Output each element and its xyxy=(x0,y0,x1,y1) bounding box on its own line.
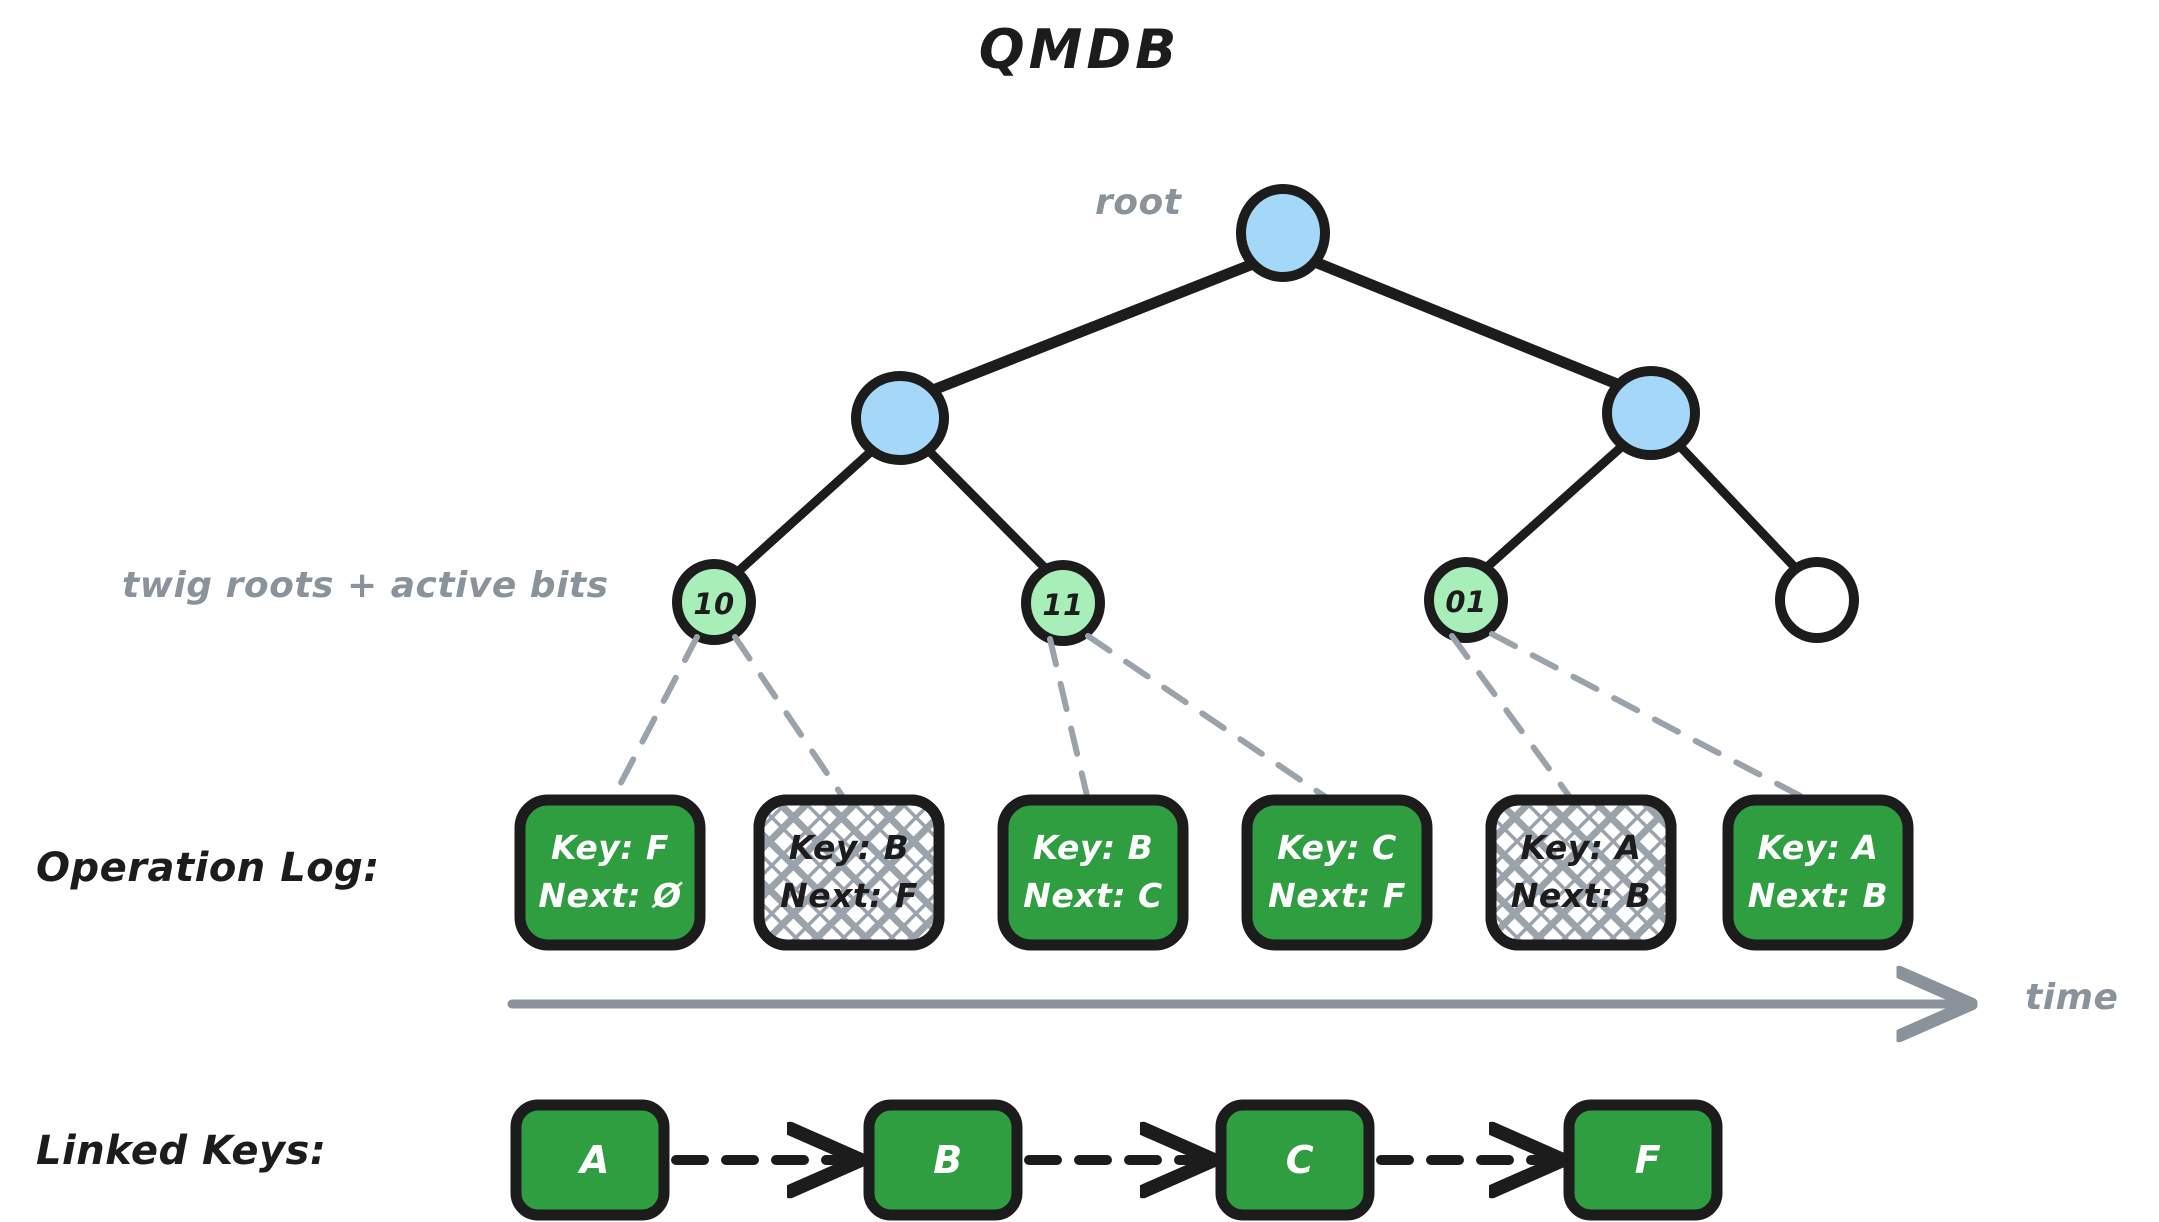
connector-twig11-entry2 xyxy=(1047,636,1091,803)
tree-node-inner-left[interactable] xyxy=(851,371,949,465)
oplog-box-4-hatch-overlay xyxy=(1491,800,1671,945)
oplog-box-0[interactable] xyxy=(514,794,706,951)
tree-edge-root-right xyxy=(1304,254,1633,394)
linked-keys-boxes xyxy=(510,1099,1723,1221)
tree-node-inner-right[interactable] xyxy=(1602,366,1700,460)
tree-edge-left-twig10 xyxy=(726,442,881,583)
operation-log-boxes xyxy=(514,794,1914,951)
linked-key-box-1[interactable] xyxy=(863,1099,1023,1221)
oplog-box-5[interactable] xyxy=(1722,794,1914,951)
connector-twig01-entry4 xyxy=(1449,633,1575,803)
oplog-box-4-outline xyxy=(1485,794,1677,951)
linked-key-box-2[interactable] xyxy=(1215,1099,1375,1221)
twig-node-empty[interactable] xyxy=(1775,557,1859,643)
tree-edges xyxy=(922,254,1633,398)
oplog-box-1-outline xyxy=(753,794,945,951)
twig-node-11[interactable] xyxy=(1021,560,1105,646)
linked-key-box-3[interactable] xyxy=(1563,1099,1723,1221)
tree-edge-right-empty xyxy=(1670,436,1808,581)
oplog-box-3[interactable] xyxy=(1241,794,1433,951)
connector-twig01-entry5 xyxy=(1489,631,1811,803)
twig-node-10[interactable] xyxy=(672,559,756,645)
tree-edge-root-left xyxy=(922,256,1264,398)
oplog-box-2[interactable] xyxy=(997,794,1189,951)
tree-edge-left-twig11 xyxy=(920,442,1058,581)
twig-node-01[interactable] xyxy=(1424,557,1508,643)
connector-twig11-entry3 xyxy=(1085,633,1333,803)
connector-twig10-entry1 xyxy=(732,634,848,803)
connector-twig10-entry0 xyxy=(609,634,700,803)
linked-key-box-0[interactable] xyxy=(510,1099,670,1221)
tree-edges-lower xyxy=(726,436,1808,583)
oplog-box-1-hatch-overlay xyxy=(759,800,939,945)
twig-oplog-connectors xyxy=(609,631,1811,803)
tree-edge-right-twig01 xyxy=(1472,436,1633,581)
tree-nodes xyxy=(672,184,1859,646)
tree-node-root[interactable] xyxy=(1236,184,1330,282)
